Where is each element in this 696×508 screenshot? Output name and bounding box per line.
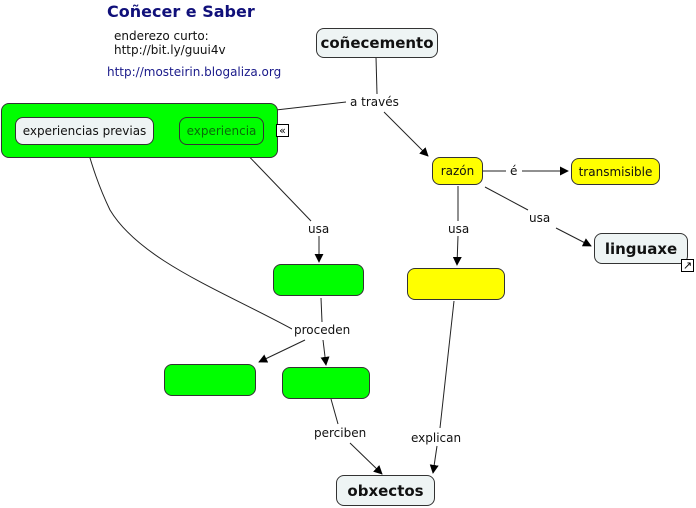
- concept-label: experiencias previas: [22, 124, 147, 138]
- external-link-icon[interactable]: ↗: [681, 259, 694, 272]
- edge-usa-yellow: [452, 235, 462, 266]
- edge-experiencia-usa: [238, 145, 312, 222]
- link-label-proceden[interactable]: proceden: [292, 323, 353, 337]
- link-label-explican[interactable]: explican: [409, 431, 464, 445]
- edge-razon-usa2: [484, 186, 529, 211]
- edge-perciben-obxectos: [349, 442, 383, 475]
- edge-greenmid-proceden: [320, 297, 323, 323]
- concept-green-middle[interactable]: [273, 264, 364, 296]
- edge-explican-obxectos: [429, 445, 439, 474]
- edge-proceden-greenleft: [258, 339, 306, 363]
- edge-proceden-greenright: [320, 339, 330, 366]
- concept-label: linguaxe: [604, 239, 678, 258]
- concept-label: experiencia: [186, 124, 257, 138]
- short-address-block: enderezo curto: http://bit.ly/guui4v: [114, 29, 226, 57]
- concept-experiencias-previas[interactable]: experiencias previas: [15, 117, 154, 145]
- link-label-usa-razon-linguaxe[interactable]: usa: [527, 211, 553, 225]
- short-address-label: enderezo curto:: [114, 29, 209, 43]
- collapse-group-icon[interactable]: «: [276, 124, 289, 137]
- concept-label: coñecemento: [320, 34, 434, 52]
- concept-yellow-middle[interactable]: [407, 268, 505, 300]
- concept-label: transmisible: [578, 164, 653, 179]
- concept-label: razón: [440, 164, 475, 178]
- concept-label: obxectos: [347, 481, 424, 500]
- link-label-e[interactable]: é: [508, 164, 520, 178]
- concept-experiencia[interactable]: experiencia: [179, 117, 264, 145]
- concept-razon[interactable]: razón: [432, 157, 483, 185]
- edge-yellow-explican: [439, 300, 455, 429]
- edge-conecemento-atraves: [375, 56, 378, 95]
- short-address[interactable]: http://bit.ly/guui4v: [114, 43, 226, 57]
- blog-link[interactable]: http://mosteirin.blogaliza.org: [107, 65, 282, 79]
- concept-green-right[interactable]: [282, 367, 370, 399]
- concept-transmisible[interactable]: transmisible: [571, 158, 660, 185]
- map-title: Coñecer e Saber: [107, 2, 255, 21]
- link-label-usa-experiencia[interactable]: usa: [306, 222, 332, 236]
- concept-linguaxe[interactable]: linguaxe: [594, 233, 688, 264]
- edge-atraves-razon: [383, 111, 429, 157]
- link-label-perciben[interactable]: perciben: [312, 426, 369, 440]
- link-label-usa-razon-down[interactable]: usa: [446, 222, 472, 236]
- concept-obxectos[interactable]: obxectos: [336, 475, 435, 506]
- concept-conecemento[interactable]: coñecemento: [316, 28, 438, 58]
- link-label-a-traves[interactable]: a través: [348, 95, 401, 109]
- concept-green-left[interactable]: [164, 364, 256, 396]
- edge-greenright-perciben: [330, 398, 339, 425]
- edge-proceden-experiencias-previas: [84, 147, 293, 330]
- edge-usa2-linguaxe: [555, 227, 592, 247]
